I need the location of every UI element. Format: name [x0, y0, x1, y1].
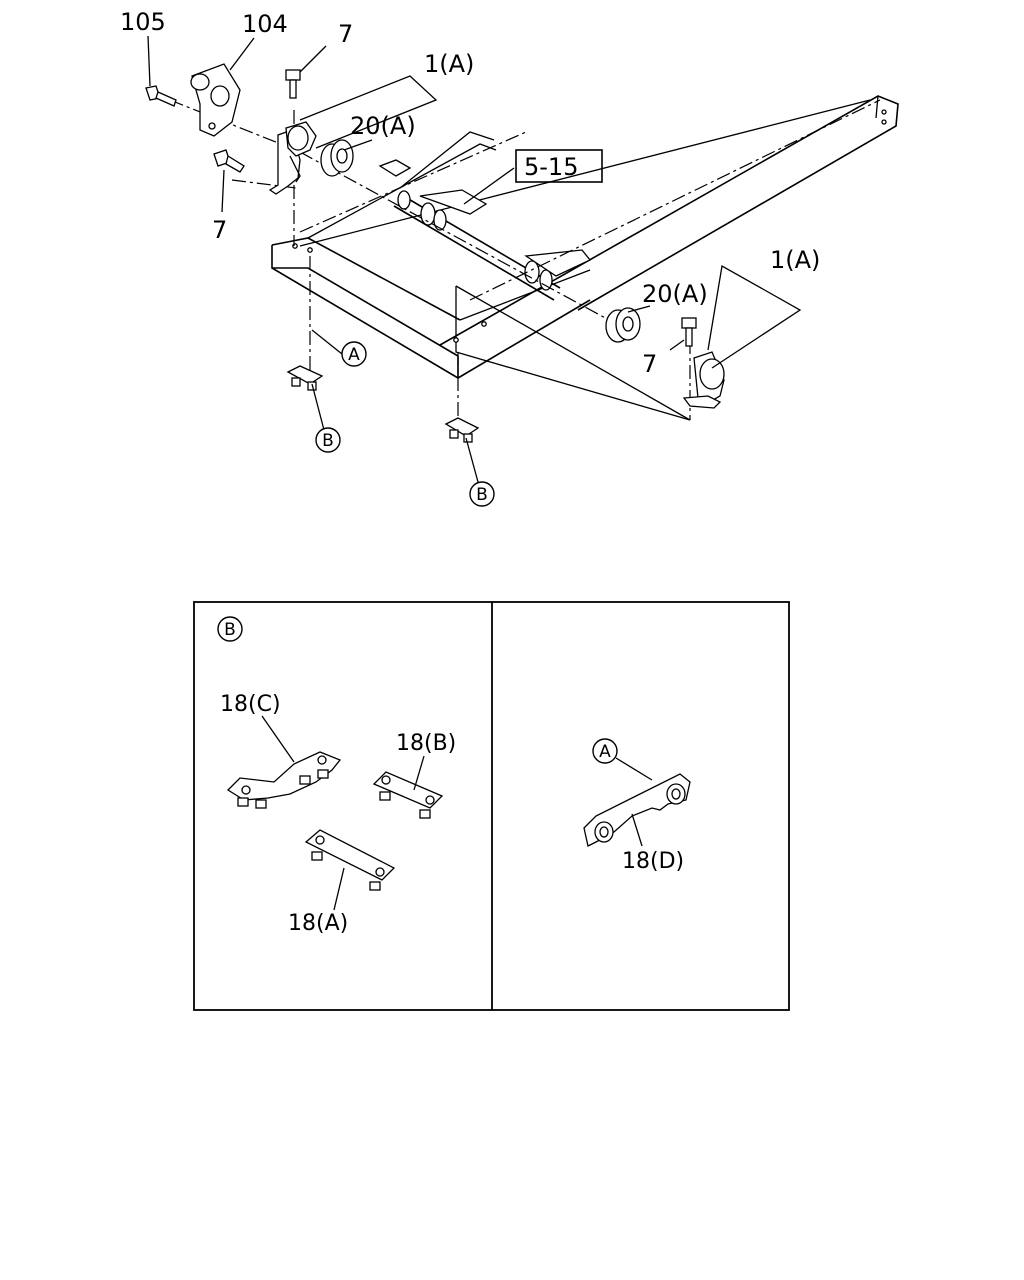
- callout-b-panel: B: [217, 616, 243, 642]
- label-7-top: 7: [338, 20, 353, 48]
- bushing-20a-right: [605, 307, 641, 343]
- leader-18d: [631, 813, 643, 847]
- label-7-left: 7: [212, 216, 227, 244]
- ref-5-15: 5-15: [524, 153, 578, 181]
- label-104: 104: [242, 10, 288, 38]
- leader-18c: [261, 715, 295, 763]
- label-18a: 18(A): [288, 911, 348, 936]
- label-20a-right: 20(A): [642, 280, 708, 308]
- label-18b: 18(B): [396, 731, 456, 756]
- callout-a-main: A: [341, 341, 367, 367]
- plate-18b: [372, 771, 444, 819]
- leader-lines: [147, 35, 802, 483]
- frame-assembly: [271, 95, 899, 421]
- stabilizer-bar: [378, 159, 592, 301]
- label-18c: 18(C): [220, 692, 281, 717]
- plate-18d: [583, 773, 691, 847]
- svg-text:A: A: [348, 345, 360, 365]
- detail-panels: [193, 601, 790, 1011]
- plate-18c: [226, 751, 342, 809]
- leader-a-panel: [615, 757, 653, 781]
- bracket-1a-left: [268, 121, 317, 195]
- label-1a-top: 1(A): [424, 50, 474, 78]
- svg-text:A: A: [599, 742, 611, 762]
- svg-text:B: B: [322, 431, 334, 451]
- bolt-7-top: [285, 69, 301, 99]
- callout-b-mid: B: [469, 481, 495, 507]
- bushing-20a-left: [320, 139, 354, 177]
- label-1a-right: 1(A): [770, 246, 820, 274]
- svg-text:B: B: [476, 485, 488, 505]
- label-7-right: 7: [642, 350, 657, 378]
- plate-18a: [304, 829, 396, 891]
- plate-b-left: [286, 365, 324, 391]
- callout-a-panel: A: [592, 738, 618, 764]
- label-105: 105: [120, 8, 166, 36]
- bolt-7-left: [213, 149, 245, 173]
- label-18d: 18(D): [622, 849, 684, 874]
- bolt-7-right: [681, 317, 697, 347]
- label-20a-top: 20(A): [350, 112, 416, 140]
- svg-text:B: B: [224, 620, 236, 640]
- plate-b-mid: [444, 417, 480, 443]
- ref-box-5-15: [515, 149, 603, 183]
- callout-b-left: B: [315, 427, 341, 453]
- bracket-104: [190, 63, 241, 137]
- bolt-105: [145, 85, 177, 107]
- leader-18b: [413, 755, 425, 791]
- leader-18a: [333, 867, 345, 911]
